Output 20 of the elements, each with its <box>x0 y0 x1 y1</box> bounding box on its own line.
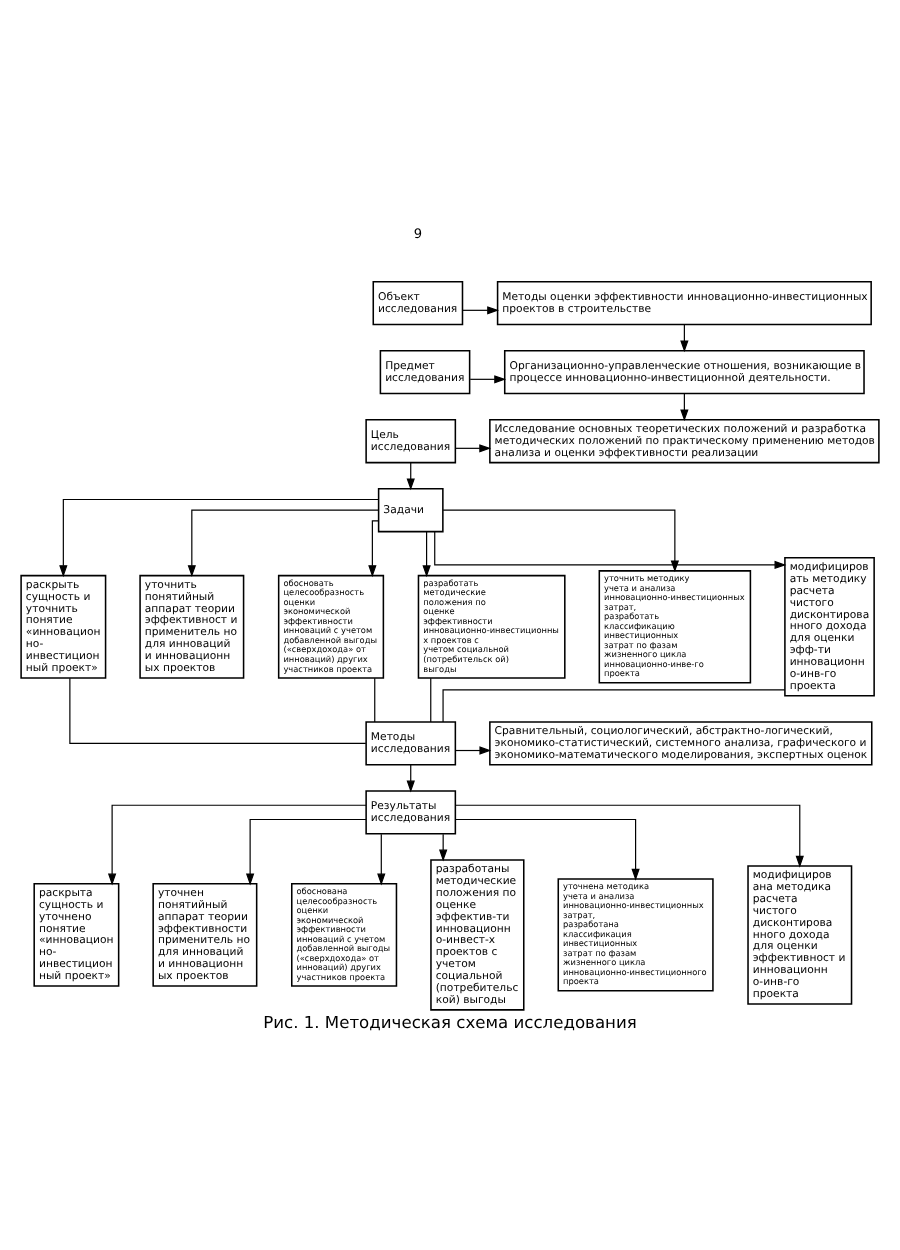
arrow <box>455 746 492 755</box>
arrow <box>442 509 680 573</box>
arrow <box>107 804 367 886</box>
arrow <box>368 520 379 578</box>
arrow <box>454 804 804 868</box>
arrow <box>469 375 507 384</box>
arrow <box>59 498 379 578</box>
arrow <box>245 818 367 886</box>
arrow <box>455 818 640 881</box>
connector <box>374 677 376 723</box>
connector <box>442 689 786 723</box>
connector <box>430 677 432 723</box>
arrow <box>377 833 386 886</box>
arrow <box>187 509 380 578</box>
arrow <box>462 306 500 315</box>
arrow <box>455 444 492 453</box>
arrow <box>434 531 787 570</box>
connector <box>69 677 367 744</box>
arrow <box>422 531 431 578</box>
caption: Рис. 1. Методическая схема исследования <box>263 1011 637 1032</box>
